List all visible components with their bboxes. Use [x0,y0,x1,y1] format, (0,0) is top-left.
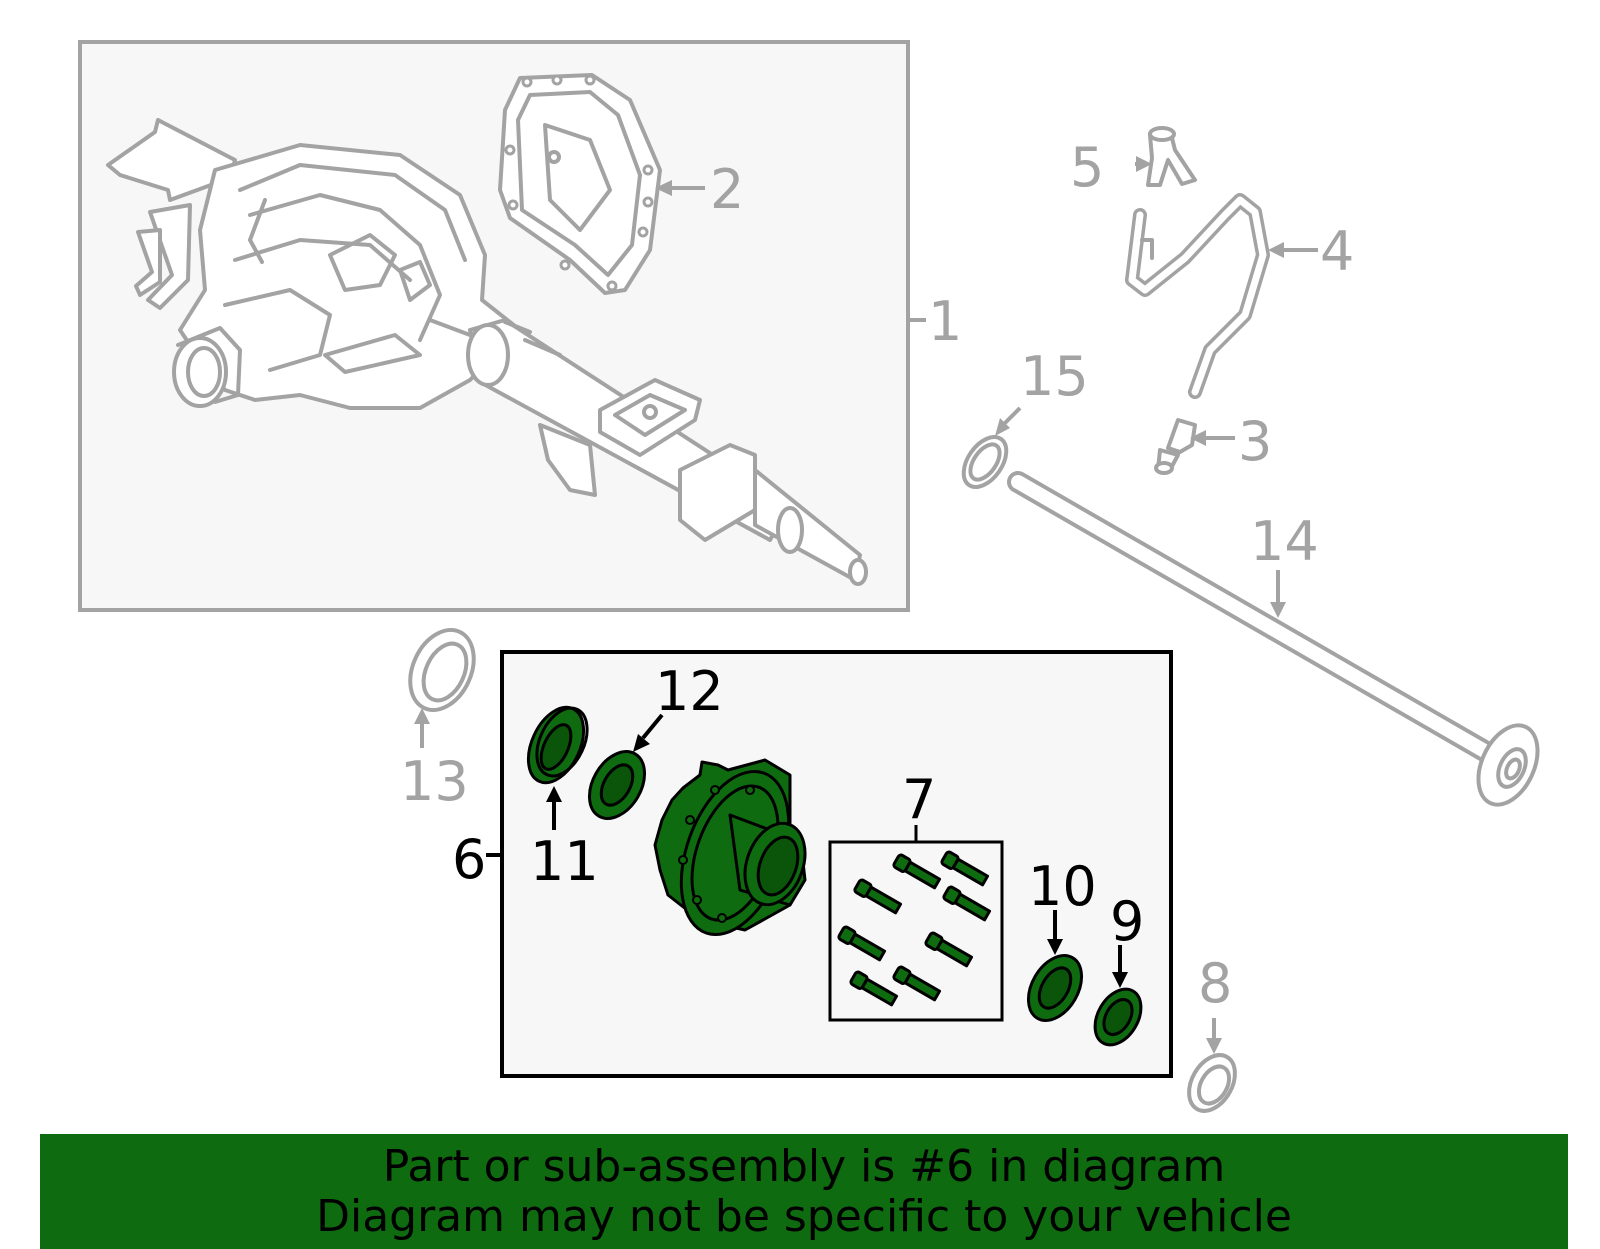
axle-housing-drawing [106,118,868,586]
callout-13: 13 [400,750,469,813]
callout-9[interactable]: 9 [1110,890,1144,953]
vent-drawing: 5 [1070,126,1197,199]
info-banner: Part or sub-assembly is #6 in diagram Di… [40,1134,1568,1249]
axle-shaft-drawing: 14 [1007,471,1540,807]
bearing-10-part[interactable] [1018,946,1093,1030]
callout-14: 14 [1250,510,1319,573]
seal-9-part[interactable] [1086,981,1151,1053]
callout-6[interactable]: 6 [452,828,486,891]
seal-11-part[interactable] [517,699,597,792]
callout-10[interactable]: 10 [1028,855,1097,918]
fitting-drawing: 3 [1154,410,1272,475]
callout-2: 2 [710,158,744,221]
axle-housing-group: 2 1 [78,40,962,612]
seal-13-drawing: 13 [400,628,476,813]
callout-7[interactable]: 7 [902,768,936,831]
bearing-12-part[interactable] [578,742,656,828]
callout-1: 1 [928,290,962,353]
callout-3: 3 [1238,410,1272,473]
callout-11[interactable]: 11 [530,830,599,893]
callout-5: 5 [1070,136,1104,199]
differential-case-part[interactable] [653,757,816,950]
differential-cover-drawing [498,73,662,295]
callout-12[interactable]: 12 [655,660,724,723]
bolt-kit-part[interactable] [837,850,992,1007]
banner-line-2: Diagram may not be specific to your vehi… [316,1191,1292,1242]
callout-8: 8 [1198,952,1232,1015]
banner-line-1: Part or sub-assembly is #6 in diagram [382,1141,1226,1192]
callout-15: 15 [1020,345,1089,408]
differential-assembly-group: 6 11 12 [452,650,1173,1078]
callout-4: 4 [1320,220,1354,283]
vent-tube-drawing: 4 [1125,193,1354,399]
seal-8-drawing: 8 [1187,952,1237,1113]
seal-15-drawing: 15 [961,345,1089,489]
